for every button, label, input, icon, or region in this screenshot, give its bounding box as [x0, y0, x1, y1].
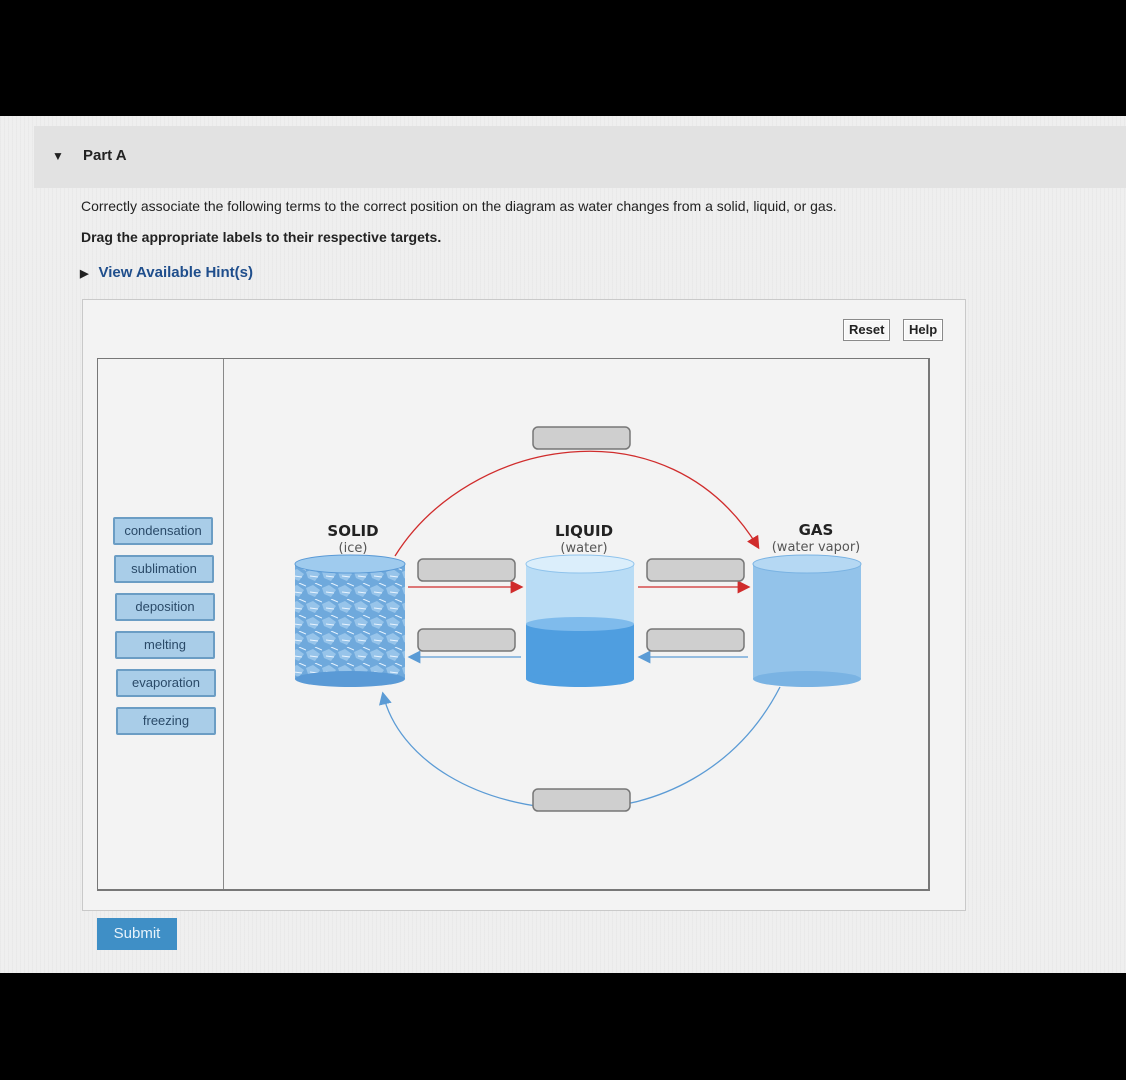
- part-header[interactable]: ▼ Part A: [34, 126, 1126, 188]
- diagram-frame: condensation sublimation deposition melt…: [97, 358, 930, 891]
- liquid-label: LIQUID: [555, 522, 613, 540]
- water-container: [525, 554, 635, 687]
- drop-target-solid-liquid-top[interactable]: [417, 558, 516, 582]
- drag-drop-workarea: Reset Help condensation sublimation depo…: [82, 299, 966, 911]
- reset-button[interactable]: Reset: [843, 319, 891, 341]
- liquid-sublabel: (water): [560, 541, 607, 556]
- question-text: Correctly associate the following terms …: [81, 198, 837, 214]
- solid-label: SOLID: [327, 522, 378, 540]
- drag-instruction: Drag the appropriate labels to their res…: [81, 229, 442, 245]
- phase-change-diagram: SOLID (ice) LIQUID (water) GAS (water va…: [294, 426, 862, 812]
- gas-label: GAS: [799, 521, 834, 539]
- hint-label: View Available Hint(s): [98, 264, 253, 281]
- drop-target-solid-liquid-bottom[interactable]: [417, 628, 516, 652]
- help-button[interactable]: Help: [903, 319, 944, 341]
- view-hints-link[interactable]: ▶ View Available Hint(s): [80, 264, 253, 281]
- gas-sublabel: (water vapor): [772, 540, 861, 555]
- label-evaporation[interactable]: evaporation: [116, 669, 216, 697]
- collapse-caret-icon[interactable]: ▼: [52, 149, 64, 163]
- drop-target-liquid-gas-bottom[interactable]: [646, 628, 745, 652]
- submit-button[interactable]: Submit: [97, 918, 177, 950]
- drop-target-top[interactable]: [532, 426, 631, 450]
- label-freezing[interactable]: freezing: [116, 707, 216, 735]
- sublimation-arc: [394, 450, 760, 557]
- part-title: Part A: [83, 147, 127, 164]
- label-bank: condensation sublimation deposition melt…: [98, 359, 224, 889]
- solid-sublabel: (ice): [339, 541, 368, 556]
- label-sublimation[interactable]: sublimation: [114, 555, 214, 583]
- ice-container: [294, 554, 406, 687]
- expand-triangle-icon: ▶: [80, 268, 89, 280]
- label-condensation[interactable]: condensation: [113, 517, 213, 545]
- label-melting[interactable]: melting: [115, 631, 215, 659]
- label-deposition[interactable]: deposition: [115, 593, 215, 621]
- vapor-container: [752, 554, 862, 687]
- drop-target-bottom[interactable]: [532, 788, 631, 812]
- drop-target-liquid-gas-top[interactable]: [646, 558, 745, 582]
- screen: ▼ Part A Correctly associate the followi…: [0, 116, 1126, 973]
